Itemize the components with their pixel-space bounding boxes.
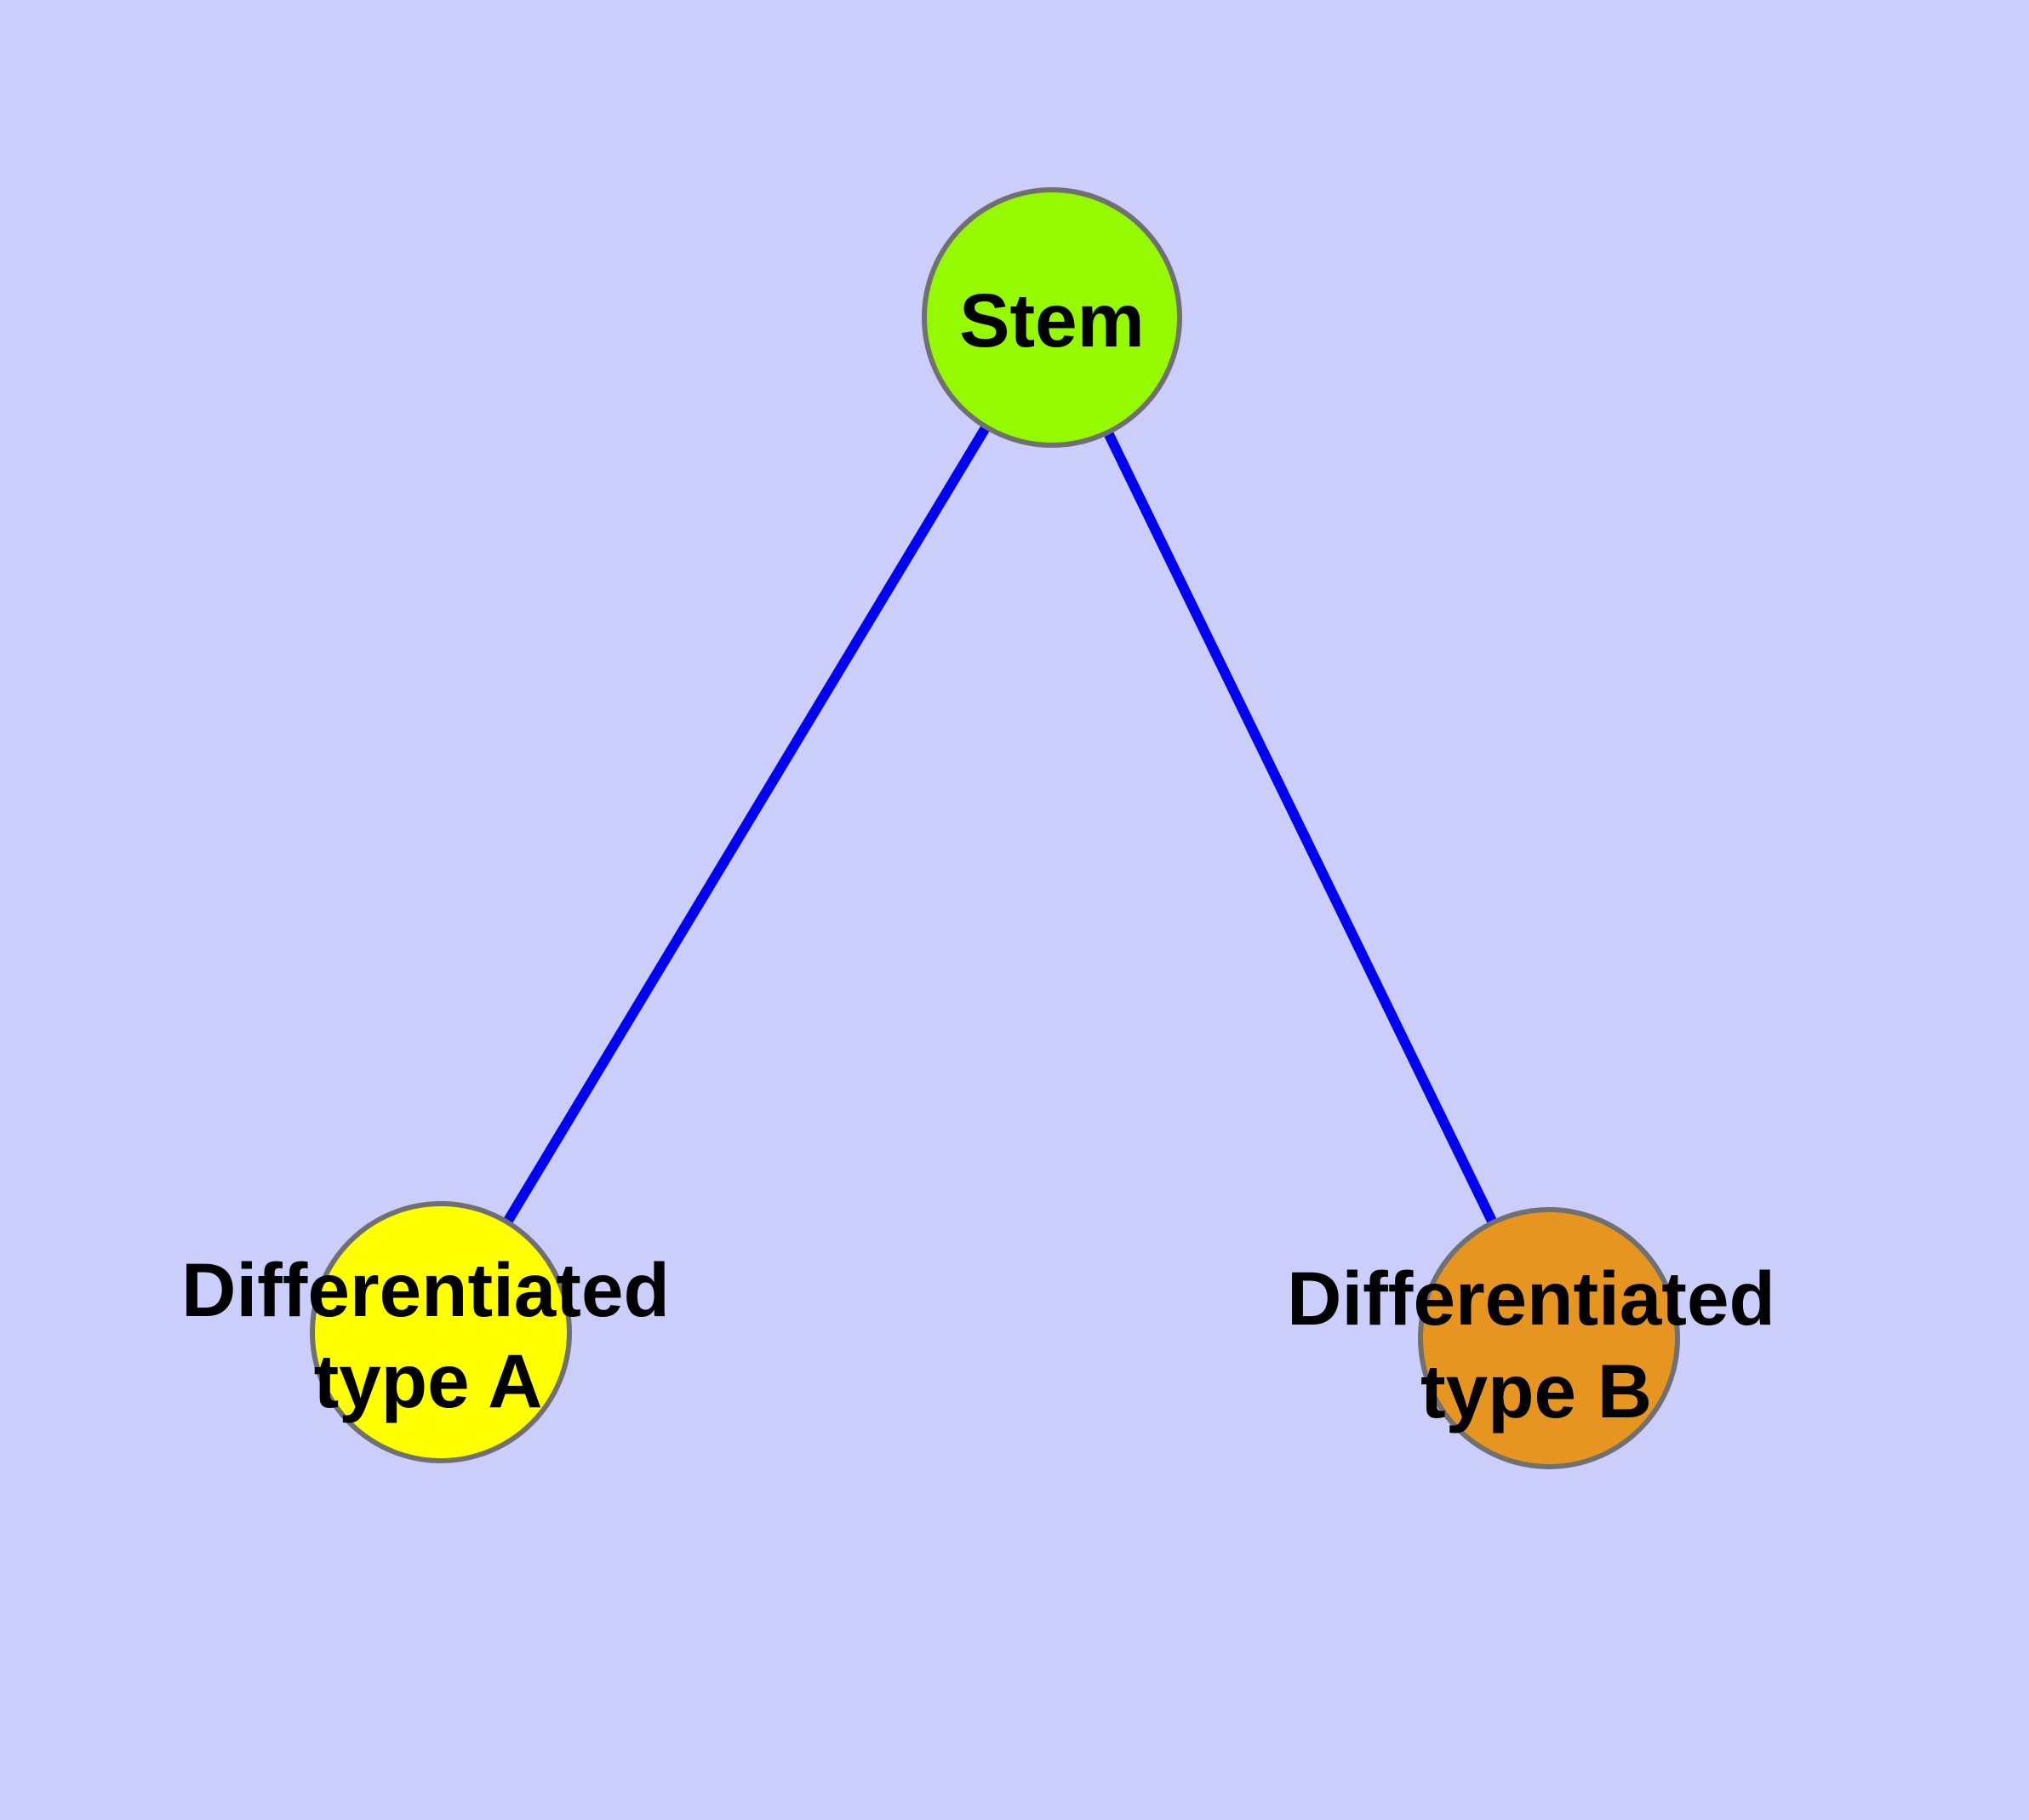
- node-type-a-label-line2: type A: [314, 1338, 543, 1423]
- node-stem-label: Stem: [959, 278, 1145, 363]
- edge-stem-to-type-b: [1047, 315, 1554, 1341]
- node-differentiated-type-a: [310, 1201, 572, 1463]
- node-stem: [922, 187, 1182, 448]
- node-type-a-label-line1: Differentiated: [181, 1247, 670, 1332]
- node-type-b-label-line1: Differentiated: [1287, 1256, 1775, 1341]
- node-type-b-label-line2: type B: [1420, 1348, 1652, 1434]
- edge-stem-to-type-a: [436, 314, 1057, 1336]
- node-differentiated-type-b: [1418, 1207, 1680, 1469]
